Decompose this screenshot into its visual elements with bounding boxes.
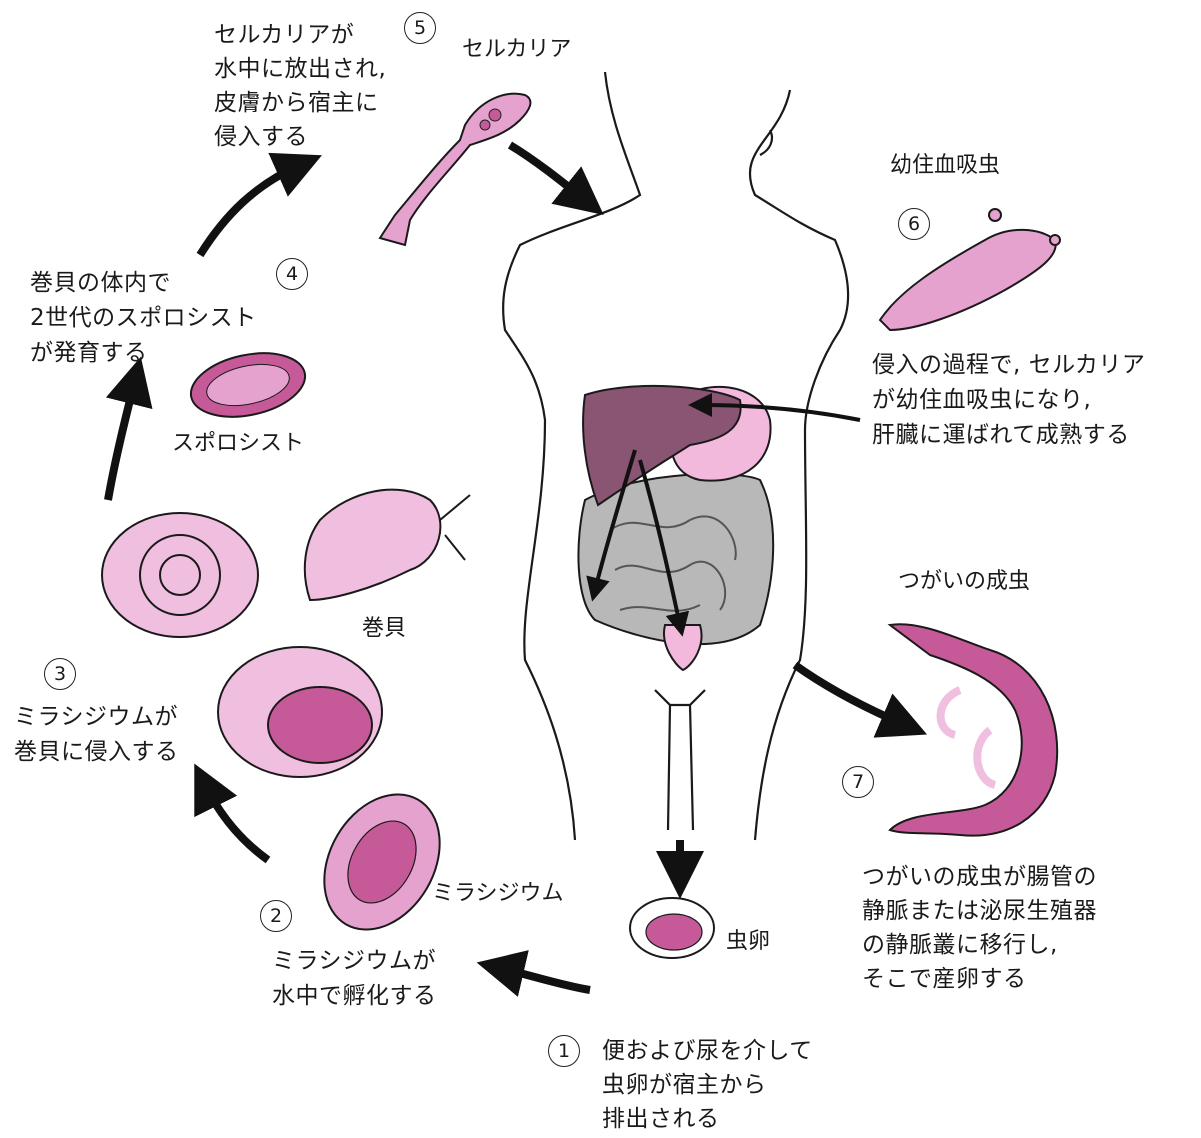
egg-illustration [630, 898, 714, 958]
step-3-line-2: 巻貝に侵入する [14, 737, 179, 767]
label-snail: 巻貝 [362, 615, 406, 643]
step-7-line-3: の静脈叢に移行し, [862, 930, 1058, 960]
sporocyst-illustration [185, 344, 311, 427]
label-cercaria: セルカリア [462, 36, 571, 64]
miracidium-illustration [301, 774, 463, 951]
step-3-line-1: ミラシジウムが [14, 702, 178, 732]
label-egg: 虫卵 [726, 928, 770, 956]
label-miracidium: ミラシジウム [432, 880, 564, 908]
step-6-number: 6 [898, 208, 930, 240]
step-5-line-1: セルカリアが [214, 20, 354, 50]
step-5-line-4: 侵入する [214, 122, 308, 152]
step-3-number: 3 [44, 658, 76, 690]
snail-illustrations [102, 490, 470, 777]
step-4-line-1: 巻貝の体内で [30, 268, 171, 298]
step-7-line-4: そこで産卵する [862, 964, 1027, 994]
label-sporocyst: スポロシスト [172, 430, 304, 458]
step-2-number: 2 [260, 900, 292, 932]
step-4-line-3: が発育する [30, 338, 148, 368]
step-6-line-3: 肝臓に運ばれて成熟する [872, 420, 1130, 450]
step-4-line-2: 2世代のスポロシスト [30, 303, 257, 333]
step-1-line-1: 便および尿を介して [602, 1036, 813, 1066]
bladder [664, 625, 702, 670]
step-6-line-2: が幼住血吸虫になり, [872, 385, 1091, 415]
label-adult-pair: つがいの成虫 [898, 568, 1030, 596]
step-5-line-3: 皮膚から宿主に [214, 88, 379, 118]
step-7-line-2: 静脈または泌尿生殖器 [862, 896, 1097, 926]
step-2-line-1: ミラシジウムが [272, 946, 436, 976]
step-5-number: 5 [404, 12, 436, 44]
step-1-line-3: 排出される [602, 1104, 720, 1134]
step-7-line-1: つがいの成虫が腸管の [862, 862, 1097, 892]
step-2-line-2: 水中で孵化する [272, 981, 437, 1011]
step-1-number: 1 [548, 1035, 580, 1067]
step-1-line-2: 虫卵が宿主から [602, 1070, 767, 1100]
cercaria-illustration [380, 94, 530, 245]
step-4-number: 4 [276, 258, 308, 290]
adult-pair-illustration [890, 624, 1057, 835]
step-5-line-2: 水中に放出され, [214, 54, 386, 84]
label-schistosomulum: 幼住血吸虫 [890, 152, 1000, 180]
step-6-line-1: 侵入の過程で, セルカリア [872, 350, 1145, 380]
step-7-number: 7 [842, 766, 874, 798]
